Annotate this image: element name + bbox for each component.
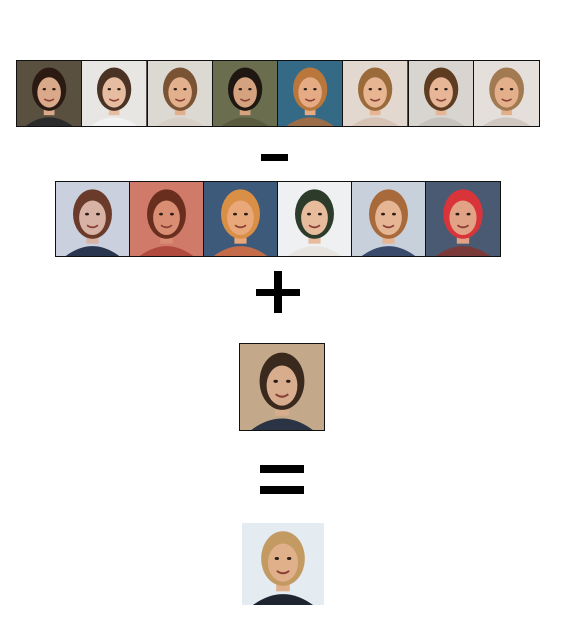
face-image: [56, 182, 130, 256]
input-face: [239, 343, 325, 431]
face-image: [277, 182, 352, 256]
face-image: [351, 182, 426, 256]
face-image: [203, 182, 278, 256]
face-image: [82, 61, 148, 126]
face-image: [212, 61, 278, 126]
face-row-middle: [55, 181, 501, 257]
face-image: [147, 61, 213, 126]
face-image: [408, 61, 474, 126]
face-row-top: [16, 60, 540, 127]
face-image: [343, 61, 409, 126]
face-image: [473, 61, 539, 126]
face-image: [17, 61, 83, 126]
face-image: [278, 61, 344, 126]
face-image: [129, 182, 204, 256]
face-image: [425, 182, 500, 256]
result-face: [242, 523, 324, 605]
